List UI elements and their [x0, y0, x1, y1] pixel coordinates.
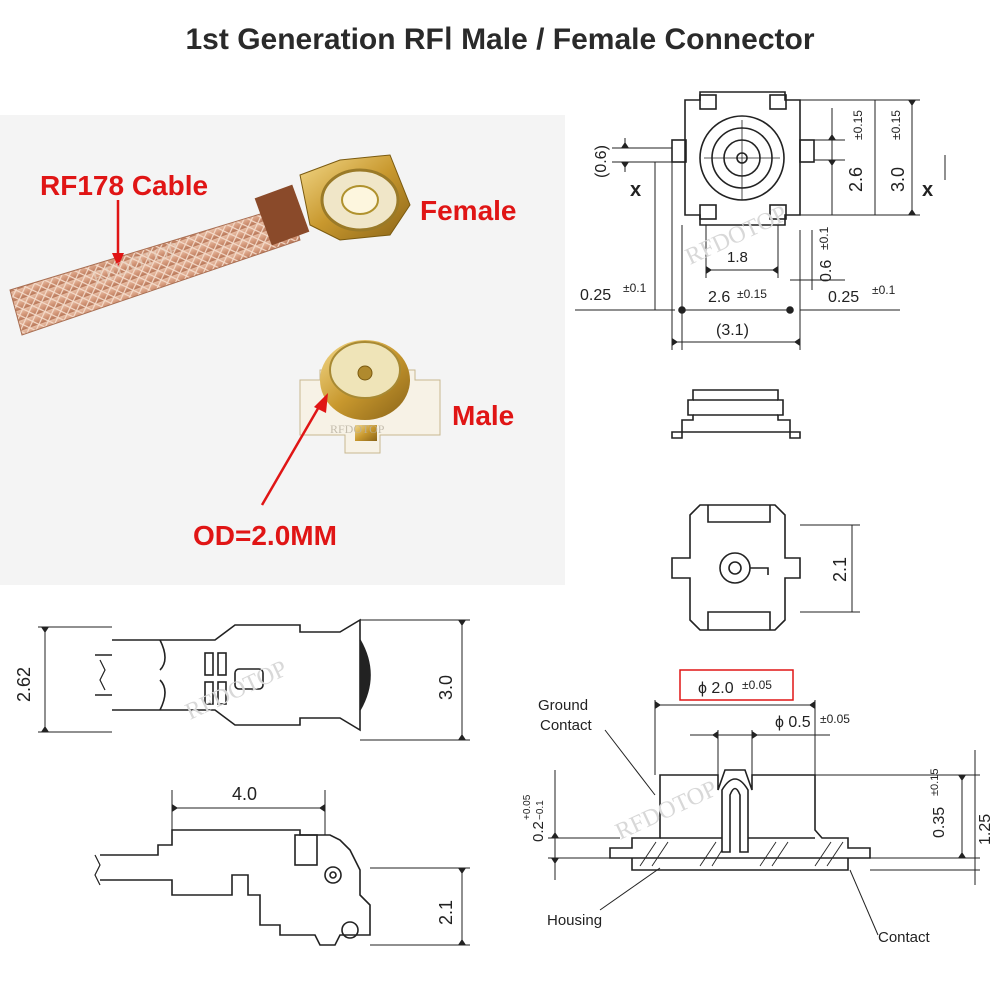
- cable-arrow: [112, 200, 124, 267]
- ground-contact-label-line2: Contact: [540, 717, 593, 734]
- x-mark-right: x: [922, 179, 933, 201]
- drawing-watermark-3: RFDOTOP: [612, 776, 722, 846]
- page-title: 1st Generation RFⅠ Male / Female Connect…: [185, 23, 815, 56]
- tol-025-left: ±0.1: [623, 281, 647, 295]
- dim-06-01: 0.6: [818, 260, 835, 282]
- drawing-watermark-1: RFDOTOP: [682, 201, 792, 271]
- female-top-view: [38, 618, 470, 741]
- male-bottom-view: [671, 504, 860, 631]
- od-label: OD=2.0MM: [193, 520, 337, 551]
- dim-02-tol-plus: +0.05: [522, 794, 533, 820]
- male-cross-section: [548, 700, 980, 936]
- connector-photo: RFDOTOP RFDOTOP: [9, 154, 441, 506]
- female-connector: [254, 154, 411, 246]
- dim-31: (3.1): [716, 322, 749, 339]
- dim-025-left: 0.25: [580, 287, 611, 304]
- dim-21-bottom-view: 2.1: [830, 557, 850, 582]
- tol-025-right: ±0.1: [872, 283, 896, 297]
- male-side-view: [671, 389, 801, 439]
- dim-40: 4.0: [232, 784, 257, 804]
- od-arrow: [260, 393, 328, 506]
- rf178-cable: [9, 204, 301, 336]
- x-mark-left: x: [630, 179, 641, 201]
- dimension-arrows: [621, 100, 916, 346]
- female-label: Female: [420, 195, 517, 226]
- phi05-tolerance: ±0.05: [820, 712, 850, 726]
- housing-label: Housing: [547, 912, 602, 929]
- dim-06: (0.6): [593, 145, 610, 178]
- male-connector: [299, 340, 441, 454]
- female-side-view: [94, 790, 470, 946]
- dim-30-female: 3.0: [436, 675, 456, 700]
- dim-025-right: 0.25: [828, 289, 859, 306]
- dim-02-tol-minus: −0.1: [535, 800, 546, 820]
- phi05-label: ϕ 0.5: [775, 714, 811, 731]
- dim-02: 0.2: [530, 821, 547, 842]
- drawing-watermark-2: RFDOTOP: [182, 656, 292, 726]
- tol-06-01: ±0.1: [817, 226, 831, 250]
- phi20-label: ϕ 2.0: [698, 680, 734, 697]
- phi20-tolerance: ±0.05: [742, 678, 772, 692]
- product-photo-panel: RFDOTOP RFDOTOP RF178 Cable Female Male …: [0, 115, 565, 585]
- dim-21-female: 2.1: [436, 900, 456, 925]
- dim-26-vertical: 2.6: [846, 167, 866, 192]
- tol-26-vertical: ±0.15: [851, 110, 865, 140]
- dim-26-horizontal: 2.6: [708, 289, 730, 306]
- dim-125: 1.25: [977, 814, 994, 845]
- cable-label: RF178 Cable: [40, 170, 209, 201]
- male-label: Male: [452, 400, 515, 431]
- dim-30-vertical: 3.0: [888, 167, 908, 192]
- dim-18: 1.8: [727, 249, 748, 266]
- phi20-highlight-box: [679, 669, 794, 701]
- tol-26-horizontal: ±0.15: [737, 287, 767, 301]
- dim-035: 0.35: [931, 807, 948, 838]
- tol-30-vertical: ±0.15: [889, 110, 903, 140]
- male-top-view: [671, 91, 815, 226]
- photo-watermark-1: RFDOTOP: [330, 422, 385, 436]
- dim-035-tolerance: ±0.15: [929, 769, 941, 796]
- ground-contact-label-line1: Ground: [538, 697, 588, 714]
- contact-label: Contact: [878, 929, 931, 946]
- dim-262: 2.62: [14, 667, 34, 702]
